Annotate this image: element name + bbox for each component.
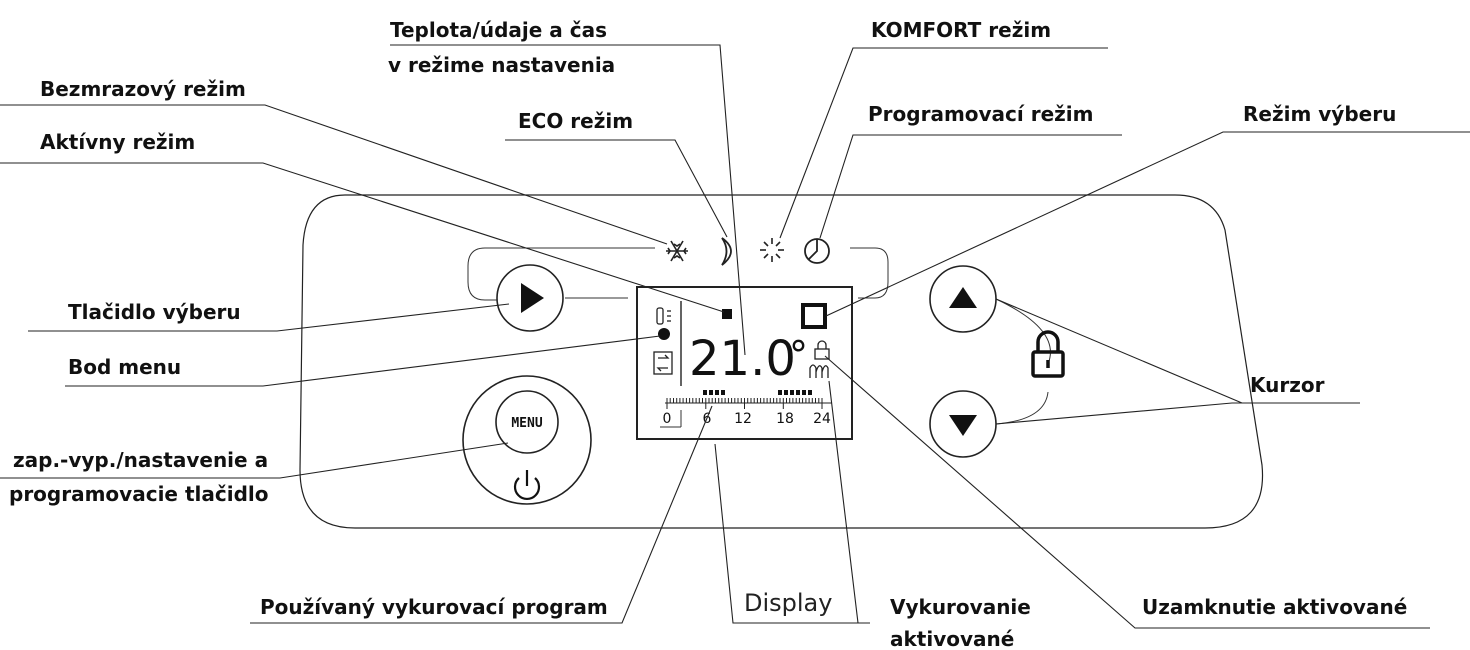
menu-point-dot <box>658 328 670 340</box>
label-zap-line1: zap.-vyp./nastavenie a <box>13 448 268 472</box>
scale-label-18: 18 <box>776 411 794 427</box>
clock-icon <box>804 238 830 264</box>
label-eco: ECO režim <box>518 109 633 133</box>
label-tlacidlo-vyberu: Tlačidlo výberu <box>68 300 241 324</box>
lcd-temperature: 21.0 <box>689 331 796 387</box>
time-ruler <box>665 398 832 409</box>
icon-frame <box>467 247 655 301</box>
label-vykurovanie-line2: aktivované <box>890 627 1014 650</box>
label-kurzor: Kurzor <box>1250 373 1325 397</box>
snowflake-icon <box>666 240 688 262</box>
arrow-arc <box>995 298 1051 425</box>
up-button[interactable] <box>929 265 997 333</box>
label-display: Display <box>744 589 832 617</box>
moon-icon <box>721 237 732 266</box>
up-arrow-icon <box>949 287 977 308</box>
label-teplota-line1: Teplota/údaje a čas <box>390 18 607 42</box>
label-pouzivany: Používaný vykurovací program <box>260 595 608 619</box>
cycle-menu-icon <box>653 351 673 375</box>
label-vykurovanie-line1: Vykurovanie <box>890 595 1031 619</box>
menu-power-button[interactable]: MENU <box>462 375 592 505</box>
label-rezim-vyberu: Režim výberu <box>1243 102 1396 126</box>
select-button[interactable] <box>496 264 564 332</box>
scale-label-0: 0 <box>663 411 672 427</box>
label-uzamknutie: Uzamknutie aktivované <box>1142 595 1407 619</box>
label-programovaci: Programovací režim <box>868 102 1094 126</box>
label-zap-line2: programovacie tlačidlo <box>9 482 268 506</box>
down-button[interactable] <box>929 390 997 458</box>
scale-label-24: 24 <box>813 411 831 427</box>
label-teplota-line2: v režime nastavenia <box>388 53 615 77</box>
menu-button-label: MENU <box>511 416 542 431</box>
leader-lines <box>0 44 1470 629</box>
lcd-lock-icon <box>814 340 830 360</box>
down-arrow-icon <box>949 415 977 436</box>
heating-coil-icon <box>809 364 829 378</box>
label-komfort: KOMFORT režim <box>871 18 1051 42</box>
play-icon <box>521 283 544 313</box>
lcd-display <box>636 286 853 440</box>
selection-mode-marker <box>801 303 827 329</box>
label-aktivny: Aktívny režim <box>40 130 195 154</box>
sun-icon <box>760 238 784 262</box>
lock-icon <box>1031 330 1065 378</box>
label-bod-menu: Bod menu <box>68 355 181 379</box>
icon-frame-right <box>850 247 889 299</box>
label-bezmrazovy: Bezmrazový režim <box>40 77 246 101</box>
scale-label-12: 12 <box>734 411 752 427</box>
active-mode-marker <box>722 309 732 319</box>
thermometer-menu-icon <box>656 307 671 325</box>
power-icon <box>513 470 541 500</box>
lcd-degree: ° <box>789 333 808 377</box>
device-body <box>299 194 1264 529</box>
program-segments <box>703 390 812 395</box>
